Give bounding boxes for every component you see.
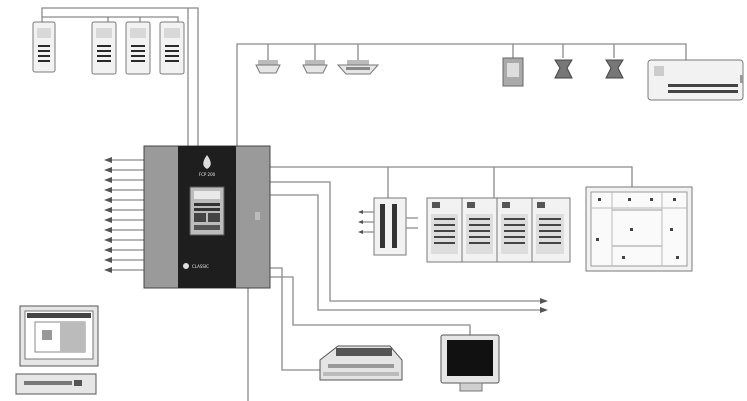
repeater-panel (647, 59, 744, 101)
smoke-detector-2 (302, 60, 328, 74)
workstation-computer (15, 305, 99, 395)
brand-label: CLASSIC (192, 264, 209, 269)
printer (319, 345, 403, 381)
wiring (41, 7, 687, 401)
zone-module-3 (496, 197, 533, 263)
keypad-4 (159, 21, 185, 75)
output-arrows (104, 157, 145, 273)
heat-detector (336, 60, 380, 75)
keypad-1 (32, 21, 56, 73)
fire-control-panel: FCP 200 CLASSIC (143, 145, 271, 289)
io-module (358, 197, 418, 256)
keypad-3 (125, 21, 151, 75)
zone-module-4 (531, 197, 571, 263)
manual-call-point (502, 57, 524, 87)
zone-modules (426, 197, 571, 263)
flame-icon (203, 155, 211, 169)
remote-keypads (32, 21, 185, 75)
zone-module-2 (461, 197, 498, 263)
brand-logo (183, 263, 189, 269)
smoke-detector-1 (255, 60, 281, 74)
zone-module-1 (426, 197, 463, 263)
beam-detector-2 (605, 59, 624, 79)
monitor (440, 334, 500, 392)
panel-model-label: FCP 200 (199, 172, 216, 177)
smoke-detectors (255, 60, 380, 75)
keypad-2 (91, 21, 117, 75)
floor-plan-panel (585, 186, 693, 272)
beam-detector-1 (554, 59, 573, 79)
